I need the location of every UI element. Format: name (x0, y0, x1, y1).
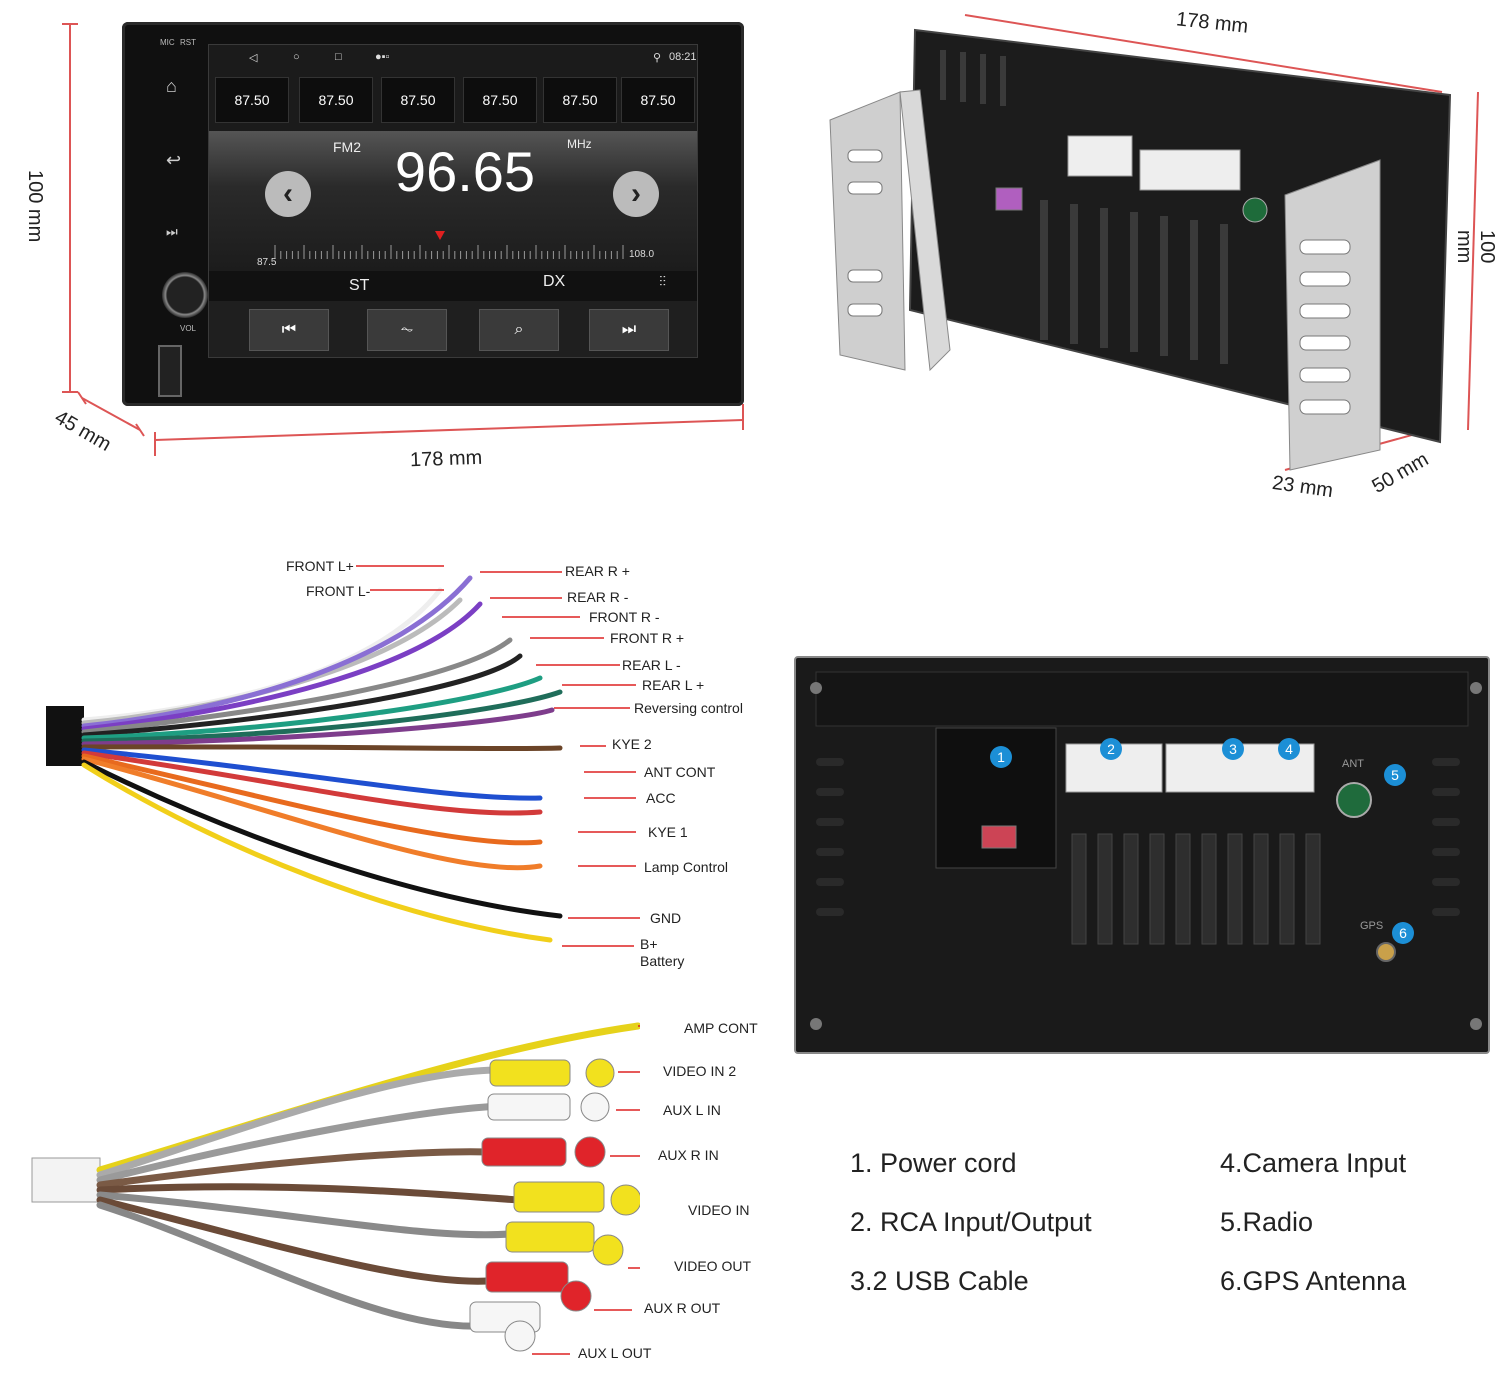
rst-label: RST (180, 38, 196, 47)
wire-label-rear-l-plus: REAR L + (642, 677, 705, 693)
stereo-mode[interactable]: ST (349, 277, 370, 294)
wire-label-front-l-plus: FRONT L+ (286, 558, 354, 574)
rear-unit-angle-view (829, 14, 1479, 471)
rca-label-video-in: VIDEO IN (688, 1202, 750, 1218)
badge-power-cord: 1 (990, 746, 1012, 768)
tuning-needle-icon (435, 231, 445, 240)
rear-panel: 1 2 3 4 5 6 ANT GPS (794, 656, 1490, 1054)
legend-rca: 2. RCA Input/Output (850, 1207, 1092, 1237)
seek-down-button[interactable]: ‹ (265, 171, 311, 217)
legend-radio: 5.Radio (1220, 1207, 1314, 1237)
wire-label-battery: Battery (640, 953, 685, 969)
badge-usb: 3 (1222, 738, 1244, 760)
preset-5[interactable]: 87.50 (543, 77, 617, 123)
badge-gps: 6 (1392, 922, 1414, 944)
status-bar: ◁ ○ □ ●▪▫ ⚲ 08:21 (209, 45, 697, 73)
front-dimension-lines (62, 23, 744, 456)
tuner-display: FM2 MHz 96.65 ‹ › 87.5 108.0 (209, 131, 697, 271)
rca-harness-cables (31, 1022, 640, 1355)
usb-port (158, 345, 182, 397)
badge-rca: 2 (1100, 738, 1122, 760)
rca-label-amp-cont: AMP CONT (684, 1020, 758, 1036)
wire-label-rear-r-minus: REAR R - (567, 589, 629, 605)
radio-screen: ◁ ○ □ ●▪▫ ⚲ 08:21 87.50 87.50 87.50 87.5… (208, 44, 698, 358)
location-icon: ⚲ (653, 52, 662, 64)
next-track-icon[interactable]: ⏭ (166, 224, 178, 239)
mode-row: ST DX ⫶⫶ (209, 271, 697, 301)
notification-icons: ●▪▫ (375, 51, 390, 63)
preset-6[interactable]: 87.50 (621, 77, 695, 123)
wire-label-rear-r-plus: REAR R + (565, 563, 630, 579)
volume-knob[interactable] (162, 272, 208, 318)
wire-label-front-l-minus: FRONT L- (306, 583, 371, 599)
legend-usb: 3.2 USB Cable (850, 1266, 1029, 1296)
wire-label-b-plus: B+ (640, 936, 658, 952)
status-time: 08:21 (669, 51, 697, 63)
preset-1[interactable]: 87.50 (215, 77, 289, 123)
rear-height-label: 100 mm (1453, 230, 1498, 264)
band-label: FM2 (333, 139, 361, 155)
tuning-scale[interactable] (269, 231, 629, 261)
ant-port-label: ANT (1342, 758, 1364, 770)
legend-gps: 6.GPS Antenna (1220, 1266, 1407, 1296)
rca-label-aux-r-in: AUX R IN (658, 1147, 719, 1163)
search-button[interactable]: ⌕ (479, 309, 559, 351)
next-button[interactable]: ⏭ (589, 309, 669, 351)
equalizer-icon[interactable]: ⫶⫶ (659, 273, 666, 289)
badge-camera: 4 (1278, 738, 1300, 760)
wire-label-lamp-control: Lamp Control (644, 859, 729, 875)
rear-panel-drawing (810, 671, 1482, 1030)
vol-label: VOL (180, 324, 197, 333)
wire-label-kye-2: KYE 2 (612, 736, 652, 752)
unit-label: MHz (567, 137, 592, 151)
wire-label-acc: ACC (646, 790, 676, 806)
rca-label-video-in-2: VIDEO IN 2 (663, 1063, 737, 1079)
wire-label-reversing-control: Reversing control (634, 700, 743, 716)
scale-min: 87.5 (257, 257, 277, 268)
frequency-display: 96.65 (394, 140, 536, 203)
wire-label-rear-l-minus: REAR L - (622, 657, 681, 673)
power-harness-leader-lines (356, 565, 640, 947)
rca-label-aux-l-in: AUX L IN (663, 1102, 721, 1118)
nav-recent-icon[interactable]: □ (335, 51, 342, 63)
preset-2[interactable]: 87.50 (299, 77, 373, 123)
mic-label: MIC (160, 38, 175, 47)
nav-back-icon[interactable]: ◁ (249, 52, 258, 64)
preset-3[interactable]: 87.50 (381, 77, 455, 123)
scan-button[interactable]: ⏦ (367, 309, 447, 351)
rca-label-aux-l-out: AUX L OUT (578, 1345, 652, 1361)
gps-port-label: GPS (1360, 920, 1384, 932)
nav-home-icon[interactable]: ○ (293, 51, 300, 63)
preset-4[interactable]: 87.50 (463, 77, 537, 123)
legend-camera: 4.Camera Input (1220, 1148, 1407, 1178)
dx-mode[interactable]: DX (543, 273, 566, 290)
scale-max: 108.0 (629, 249, 655, 260)
back-icon[interactable]: ↩ (166, 150, 182, 170)
badge-radio: 5 (1384, 764, 1406, 786)
previous-button[interactable]: ⏮ (249, 309, 329, 351)
wire-label-front-r-minus: FRONT R - (589, 609, 660, 625)
legend-power-cord: 1. Power cord (850, 1148, 1017, 1178)
home-icon[interactable]: ⌂ (166, 76, 177, 96)
wire-label-gnd: GND (650, 910, 682, 926)
wire-label-ant-cont: ANT CONT (644, 764, 716, 780)
rca-label-aux-r-out: AUX R OUT (644, 1300, 721, 1316)
wire-label-kye-1: KYE 1 (648, 824, 688, 840)
front-width-label: 178 mm (409, 446, 483, 472)
control-row: ⏮ ⏦ ⌕ ⏭ (209, 301, 697, 357)
seek-up-button[interactable]: › (613, 171, 659, 217)
power-harness-wires (46, 575, 563, 943)
wire-label-front-r-plus: FRONT R + (610, 630, 685, 646)
rca-label-video-out: VIDEO OUT (674, 1258, 752, 1274)
front-height-label: 100 mm (24, 170, 46, 243)
